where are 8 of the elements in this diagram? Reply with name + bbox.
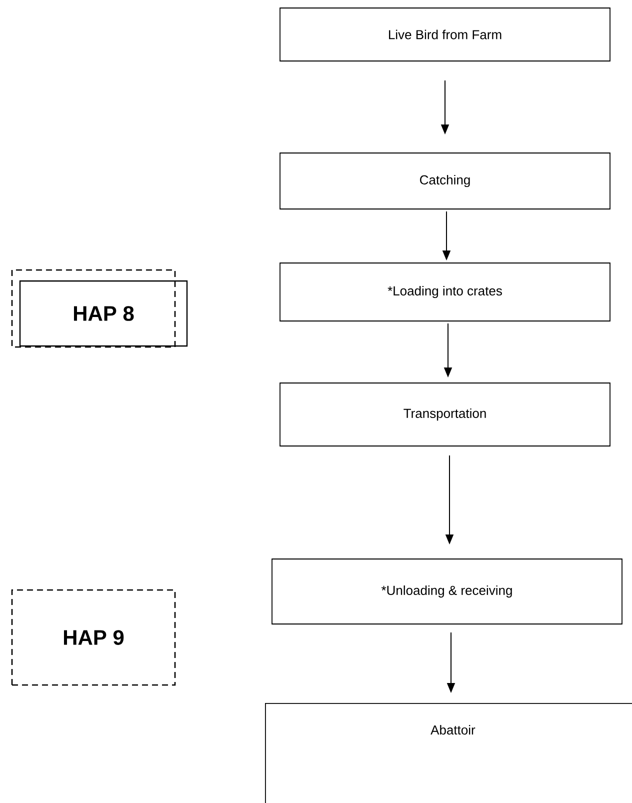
process-box: Abattoir <box>265 703 632 803</box>
process-box: Transportation <box>280 382 610 446</box>
process-box: Catching <box>280 152 610 210</box>
process-box: *Unloading & receiving <box>272 558 622 624</box>
hap-box: HAP 8 <box>19 280 188 347</box>
hap-box: HAP 9 <box>11 589 176 686</box>
process-box: *Loading into crates <box>280 262 610 322</box>
process-box: Live Bird from Farm <box>280 8 610 62</box>
